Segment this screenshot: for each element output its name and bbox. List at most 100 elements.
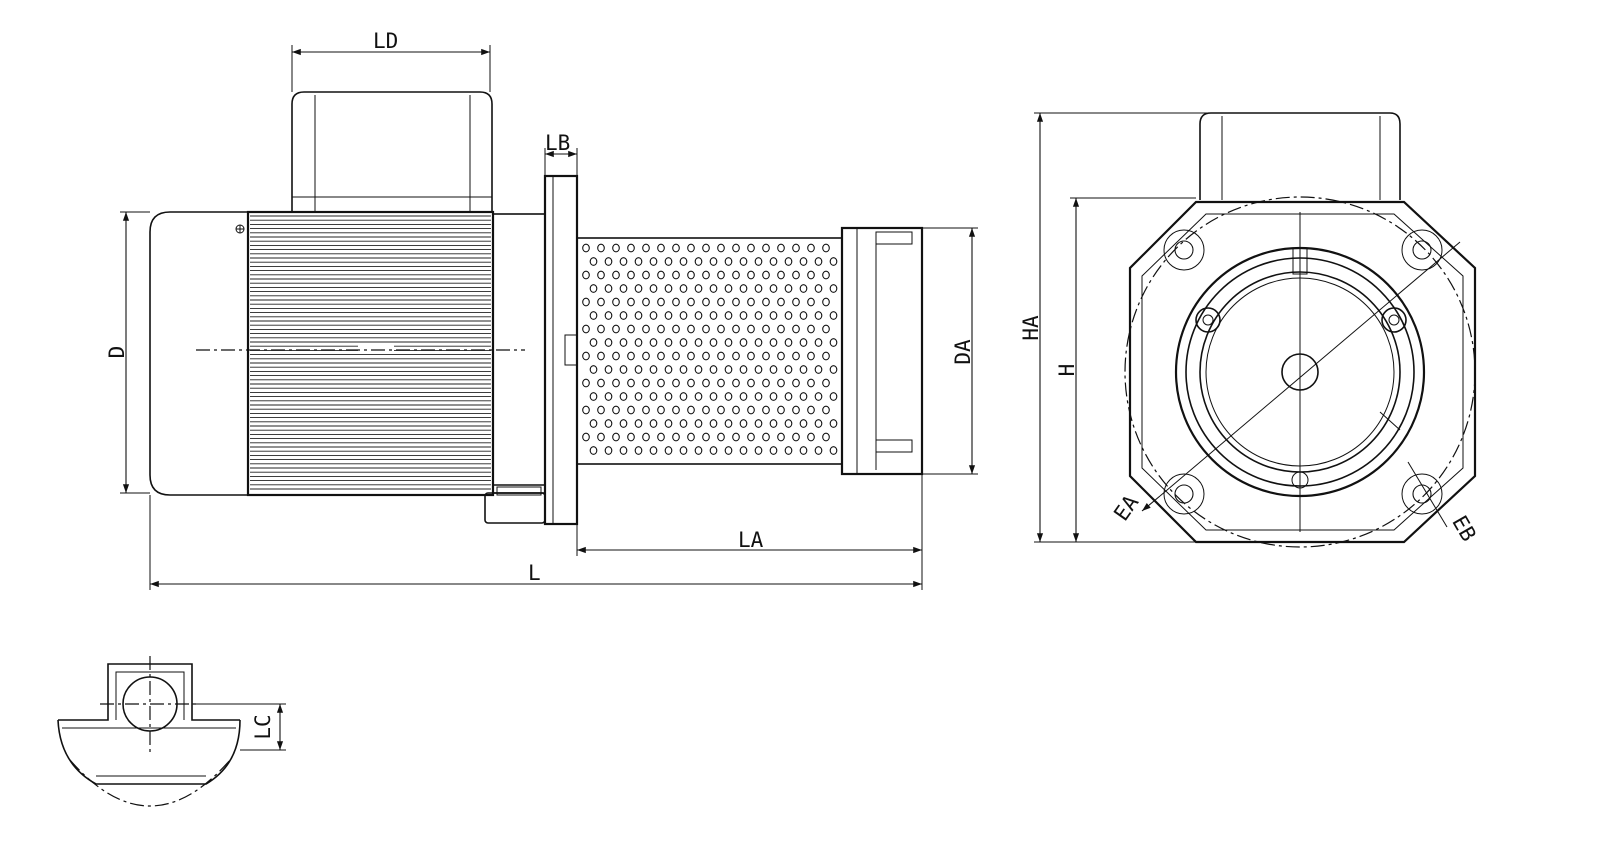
strainer-hole	[589, 284, 598, 293]
strainer-hole	[634, 338, 643, 347]
strainer-hole	[799, 392, 808, 401]
strainer-hole	[687, 378, 695, 388]
strainer-hole	[702, 351, 710, 361]
strainer-hole	[792, 405, 800, 415]
strainer-hole	[829, 446, 838, 455]
strainer-hole	[777, 378, 785, 388]
motor-end-cap	[149, 211, 248, 496]
strainer-hole	[754, 311, 763, 320]
strainer-hole	[634, 446, 643, 455]
strainer-hole	[754, 257, 763, 266]
strainer-hole	[717, 432, 725, 442]
strainer-hole	[724, 446, 733, 455]
strainer-hole	[634, 392, 643, 401]
strainer-hole	[657, 297, 665, 307]
strainer-hole	[619, 419, 628, 428]
strainer-hole	[769, 365, 778, 374]
strainer-hole	[829, 257, 838, 266]
strainer-hole	[762, 378, 770, 388]
strainer-hole	[829, 284, 838, 293]
strainer-hole	[724, 338, 733, 347]
strainer-hole	[702, 297, 710, 307]
outlet-detail-view: LC	[57, 656, 286, 807]
strainer-hole	[589, 338, 598, 347]
strainer-hole	[627, 324, 635, 334]
strainer-hole	[709, 284, 718, 293]
strainer-hole	[612, 432, 620, 442]
strainer-hole	[694, 446, 703, 455]
strainer-hole	[619, 392, 628, 401]
strainer-hole	[634, 284, 643, 293]
dim-label-ea: EA	[1109, 490, 1143, 525]
strainer-hole	[829, 338, 838, 347]
strainer-hole	[679, 365, 688, 374]
dim-label-l: L	[528, 561, 541, 585]
strainer-hole	[657, 378, 665, 388]
strainer-hole	[724, 311, 733, 320]
strainer-hole	[672, 270, 680, 280]
strainer-hole	[582, 432, 590, 442]
strainer-hole	[657, 405, 665, 415]
strainer-hole	[679, 392, 688, 401]
strainer-hole	[597, 378, 605, 388]
strainer-hole	[687, 405, 695, 415]
dim-label-ha: HA	[1019, 315, 1043, 341]
strainer-hole	[649, 419, 658, 428]
strainer-hole	[694, 311, 703, 320]
strainer-hole	[769, 311, 778, 320]
strainer-hole	[754, 419, 763, 428]
strainer-hole	[604, 311, 613, 320]
strainer-hole	[754, 446, 763, 455]
strainer-hole	[739, 311, 748, 320]
strainer-hole	[657, 432, 665, 442]
strainer-hole	[799, 446, 808, 455]
strainer-hole	[739, 338, 748, 347]
strainer-hole	[724, 284, 733, 293]
strainer-hole	[619, 446, 628, 455]
strainer-hole	[687, 270, 695, 280]
strainer-hole	[777, 324, 785, 334]
strainer-hole	[642, 432, 650, 442]
strainer-hole	[672, 297, 680, 307]
dim-label-lb: LB	[545, 131, 570, 155]
strainer-hole	[799, 419, 808, 428]
strainer-hole	[739, 257, 748, 266]
strainer-hole	[717, 243, 725, 253]
strainer-hole	[792, 243, 800, 253]
strainer-hole	[799, 365, 808, 374]
strainer-hole	[679, 446, 688, 455]
dim-label-da: DA	[951, 339, 975, 365]
strainer-hole	[649, 365, 658, 374]
motor-housing	[246, 210, 495, 497]
strainer-hole	[792, 324, 800, 334]
strainer-hole	[709, 446, 718, 455]
strainer-hole	[657, 351, 665, 361]
strainer-hole	[822, 324, 830, 334]
strainer-hole	[762, 243, 770, 253]
strainer-hole	[672, 378, 680, 388]
strainer-hole	[724, 392, 733, 401]
strainer-hole	[649, 311, 658, 320]
strainer-hole	[792, 297, 800, 307]
strainer-hole	[829, 392, 838, 401]
strainer-hole	[664, 311, 673, 320]
strainer-hole	[627, 405, 635, 415]
strainer-hole	[702, 243, 710, 253]
strainer-hole	[582, 378, 590, 388]
strainer-hole	[679, 257, 688, 266]
strainer-hole	[679, 284, 688, 293]
strainer-hole	[597, 297, 605, 307]
strainer-hole	[694, 284, 703, 293]
strainer-hole	[777, 270, 785, 280]
strainer-hole	[717, 378, 725, 388]
strainer-hole	[792, 351, 800, 361]
strainer-hole	[717, 405, 725, 415]
dim-label-eb: EB	[1447, 512, 1480, 546]
strainer-hole	[649, 446, 658, 455]
strainer-hole	[769, 338, 778, 347]
strainer-hole	[724, 419, 733, 428]
strainer-hole	[717, 297, 725, 307]
strainer-hole	[709, 257, 718, 266]
strainer-hole	[604, 284, 613, 293]
strainer-hole	[604, 446, 613, 455]
